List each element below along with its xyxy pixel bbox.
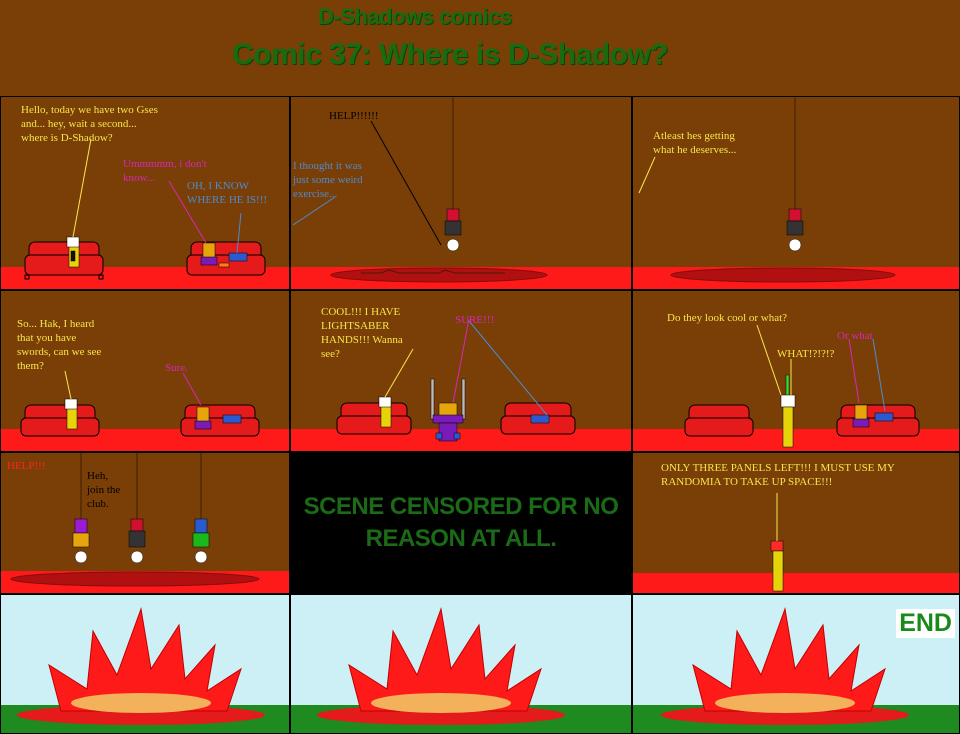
panel-5-drawing [336,318,576,442]
sofa-left [24,241,104,280]
help-speech: HELP!!! [7,460,46,472]
explosion-drawing [291,607,631,733]
panel-1: Hello, today we have two Gses and... hey… [0,96,290,290]
panel-3: Atleast hes getting what he deserves... [632,96,960,290]
panel-10 [0,594,290,734]
comic-title: Comic 37: Where is D-Shadow? [232,38,669,71]
randomia-character [770,540,784,592]
host-speech: Hello, today we have two Gses and... hey… [21,104,158,144]
blue-speech: I thought it was just some weird exercis… [293,160,363,200]
panel-4-drawing [20,370,260,437]
explosion-drawing [1,607,289,733]
panel-9: ONLY THREE PANELS LEFT!!! I MUST USE MY … [632,452,960,594]
host-character [64,398,78,430]
sofa-left [336,402,412,435]
panel-6-drawing [684,324,920,448]
panel-12: END [632,594,960,734]
panel-1-drawing [24,138,266,280]
sofa-right [500,402,576,435]
host-character [378,396,392,428]
host-speech: So... Hak, I heard that you have swords,… [17,318,102,372]
explosion-drawing [633,607,959,733]
panel-11 [290,594,632,734]
host-speech: Do they look cool or what? [667,312,788,324]
panel-6: Do they look cool or what? Or what WHAT!… [632,290,960,452]
d-shadow-standing [780,374,796,448]
panel-3-drawing [638,97,896,283]
help-speech: HELP!!!!!! [329,110,379,122]
panel-8: SCENE CENSORED FOR NO REASON AT ALL. [290,452,632,594]
hanging-d-shadow [444,97,462,252]
host-speech: COOL!!! I HAVE LIGHTSABER HANDS!!! Wanna… [321,306,403,360]
site-title: D-Shadows comics [318,4,512,29]
sofa-right [180,404,260,437]
panel-5: COOL!!! I HAVE LIGHTSABER HANDS!!! Wanna… [290,290,632,452]
panel-2: HELP!!!!!! I thought it was just some we… [290,96,632,290]
censor-text: SCENE CENSORED FOR NO REASON AT ALL. [303,493,619,552]
hanging-d-shadow [786,97,804,252]
panel-7-drawing [10,453,260,587]
hanging-character-green [192,453,210,564]
pink-speech: Or what [837,330,873,342]
panel-4: So... Hak, I heard that you have swords,… [0,290,290,452]
hak-character [852,404,894,428]
host-speech: ONLY THREE PANELS LEFT!!! I MUST USE MY … [661,462,895,488]
pink-speech: Sure. [165,362,188,374]
panel-9-drawing [770,493,784,592]
header: D-Shadows comics Comic 37: Where is D-Sh… [0,0,960,98]
hanging-d-shadow [128,453,146,564]
hak-character [200,242,248,268]
black-speech: Heh, join the club. [87,470,121,510]
end-label: END [896,609,955,638]
blue-speech: OH, I KNOW WHERE HE IS!!! [187,180,268,206]
hak-lightsabers [430,378,466,442]
host-character [66,236,80,268]
panel-7: HELP!!! Heh, join the club. [0,452,290,594]
hak-character [194,406,242,430]
host-speech: Atleast hes getting what he deserves... [653,130,737,156]
sofa-left [684,404,754,437]
floor [633,573,959,593]
pink-speech: Ummmmm, i don't know... [123,158,207,184]
panel-2-drawing [292,97,548,283]
pink-speech: SURE!!! [455,314,495,326]
blue-character [530,414,550,424]
what-speech: WHAT!?!?!? [777,348,835,360]
sofa-right [186,241,266,276]
sofa-left [20,404,100,437]
hanging-character-purple [72,453,90,564]
